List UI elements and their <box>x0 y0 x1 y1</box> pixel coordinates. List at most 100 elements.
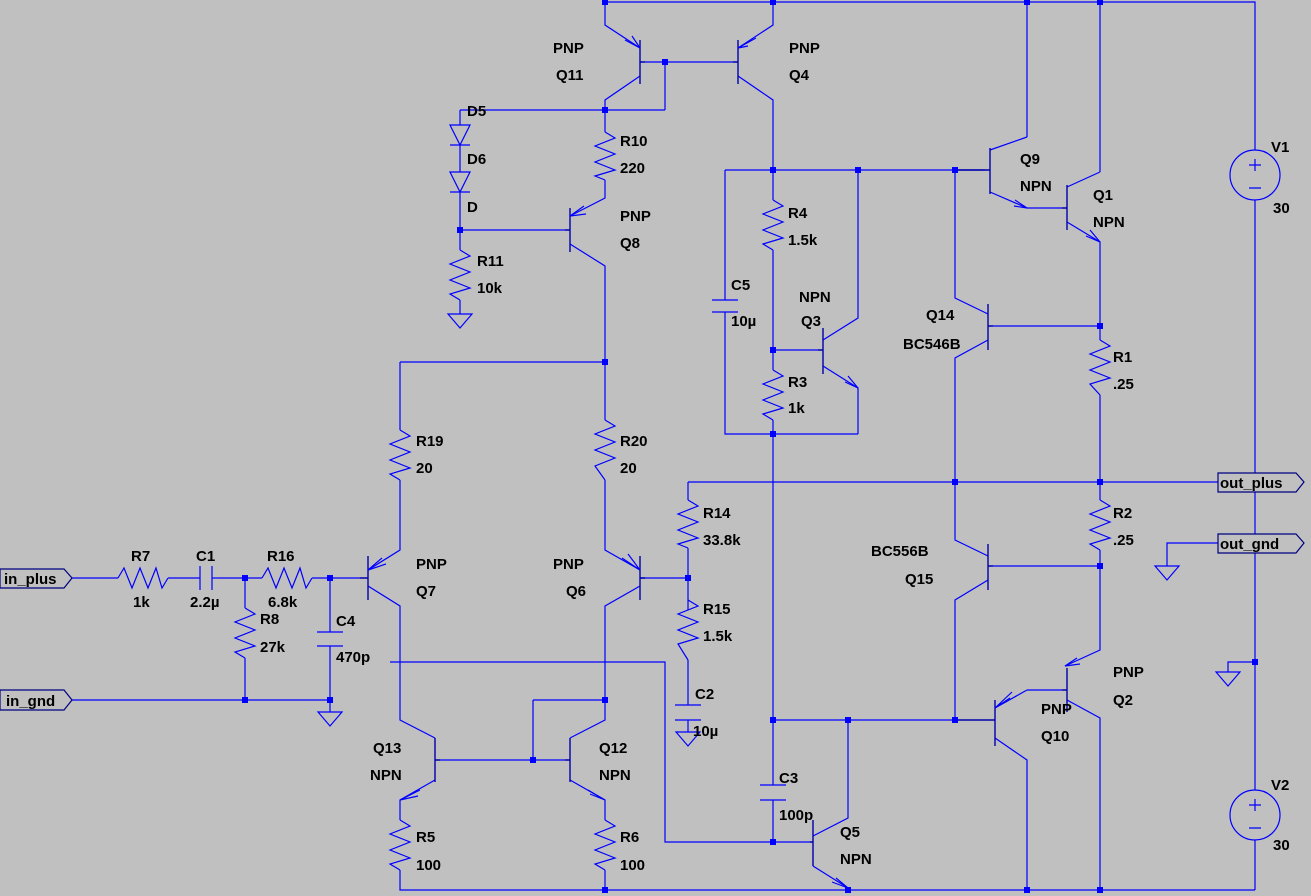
port-in-plus-label: in_plus <box>4 571 57 588</box>
d6-name: D6 <box>467 151 486 168</box>
r7-value: 1k <box>133 594 150 611</box>
q14-symbol <box>987 304 993 350</box>
r5-symbol <box>388 819 412 871</box>
q11-name: Q11 <box>556 67 584 84</box>
q14-name: Q14 <box>926 307 955 324</box>
r11-name: R11 <box>477 253 504 270</box>
ground-icon <box>1214 671 1242 687</box>
c2-symbol <box>675 704 701 721</box>
r11-value: 10k <box>477 280 503 297</box>
r20-value: 20 <box>620 460 637 477</box>
r16-name: R16 <box>267 548 295 565</box>
q15-name: Q15 <box>905 571 933 588</box>
port-in-gnd[interactable]: in_gnd <box>0 689 73 711</box>
wires <box>70 1 1256 891</box>
q7-symbol <box>360 556 369 600</box>
r8-symbol <box>233 607 257 659</box>
r7-name: R7 <box>131 548 150 565</box>
q9-name: Q9 <box>1020 151 1040 168</box>
q6-name: Q6 <box>566 583 586 600</box>
port-out-plus-label: out_plus <box>1220 475 1283 492</box>
r8-value: 27k <box>260 639 286 656</box>
r14-name: R14 <box>703 505 731 522</box>
port-in-plus[interactable]: in_plus <box>0 568 73 589</box>
q14-type: BC546B <box>903 336 961 353</box>
q9-type: NPN <box>1020 178 1052 195</box>
r19-symbol <box>388 429 412 481</box>
port-out-gnd[interactable]: out_gnd <box>1217 533 1305 554</box>
c5-name: C5 <box>731 277 750 294</box>
r16-symbol <box>261 566 313 590</box>
port-in-gnd-label: in_gnd <box>6 693 55 710</box>
q5-symbol <box>810 820 814 866</box>
q4-symbol <box>733 40 739 84</box>
r6-name: R6 <box>620 829 639 846</box>
r20-name: R20 <box>620 433 648 450</box>
q7-name: Q7 <box>416 583 436 600</box>
d-name: D <box>467 199 478 216</box>
c4-symbol <box>317 631 343 647</box>
r2-value: .25 <box>1113 532 1134 549</box>
q3-symbol <box>818 328 824 374</box>
r1-value: .25 <box>1113 376 1134 393</box>
r10-name: R10 <box>620 133 648 150</box>
r1-symbol <box>1088 339 1112 396</box>
c3-symbol <box>760 784 786 801</box>
d5-name: D5 <box>467 103 486 120</box>
component-labels: PNP Q11 PNP Q4 D5 D6 D R10 220 PNP Q8 R1… <box>131 40 1290 874</box>
q8-type: PNP <box>620 208 651 225</box>
q10-type: PNP <box>1041 701 1072 718</box>
q4-type: PNP <box>789 40 820 57</box>
r16-value: 6.8k <box>268 594 298 611</box>
q12-symbol <box>565 738 571 782</box>
r6-symbol <box>593 819 617 871</box>
v1-name: V1 <box>1271 139 1289 156</box>
q12-name: Q12 <box>599 740 627 757</box>
c4-name: C4 <box>336 613 356 630</box>
q13-symbol <box>434 738 440 782</box>
c3-value: 100p <box>779 807 813 824</box>
q7-type: PNP <box>416 556 447 573</box>
c2-name: C2 <box>695 686 714 703</box>
q6-symbol <box>639 556 645 600</box>
r19-value: 20 <box>416 460 433 477</box>
v2-symbol <box>1229 789 1281 841</box>
q11-type: PNP <box>553 40 584 57</box>
q9-symbol <box>955 148 991 194</box>
q3-name: Q3 <box>801 313 821 330</box>
r10-value: 220 <box>620 160 645 177</box>
r8-name: R8 <box>260 611 279 628</box>
capacitor-symbols <box>199 299 786 801</box>
q1-name: Q1 <box>1093 187 1113 204</box>
ground-symbols <box>316 313 1242 747</box>
r7-symbol <box>117 566 169 590</box>
c2-value: 10µ <box>693 723 718 740</box>
r14-value: 33.8k <box>703 532 741 549</box>
q10-name: Q10 <box>1041 728 1069 745</box>
r4-name: R4 <box>788 205 808 222</box>
ground-icon <box>1153 565 1181 581</box>
r5-value: 100 <box>416 857 441 874</box>
port-out-plus[interactable]: out_plus <box>1217 472 1305 493</box>
c1-value: 2.2µ <box>190 594 220 611</box>
q15-type: BC556B <box>871 543 929 560</box>
ground-icon <box>316 711 344 727</box>
port-out-gnd-label: out_gnd <box>1220 536 1279 553</box>
q8-symbol <box>565 208 571 252</box>
q13-type: NPN <box>370 767 402 784</box>
c1-name: C1 <box>196 548 215 565</box>
r6-value: 100 <box>620 857 645 874</box>
q11-symbol <box>639 40 645 84</box>
q2-symbol <box>1062 668 1068 712</box>
transistor-symbols <box>360 35 1101 889</box>
c4-value: 470p <box>336 649 370 666</box>
q5-type: NPN <box>840 851 872 868</box>
r3-symbol <box>761 369 785 421</box>
diode-symbols <box>449 124 471 194</box>
c1-symbol <box>199 566 218 590</box>
v2-value: 30 <box>1273 837 1290 854</box>
c5-symbol <box>712 299 738 313</box>
q6-type: PNP <box>553 556 584 573</box>
r4-value: 1.5k <box>788 232 818 249</box>
